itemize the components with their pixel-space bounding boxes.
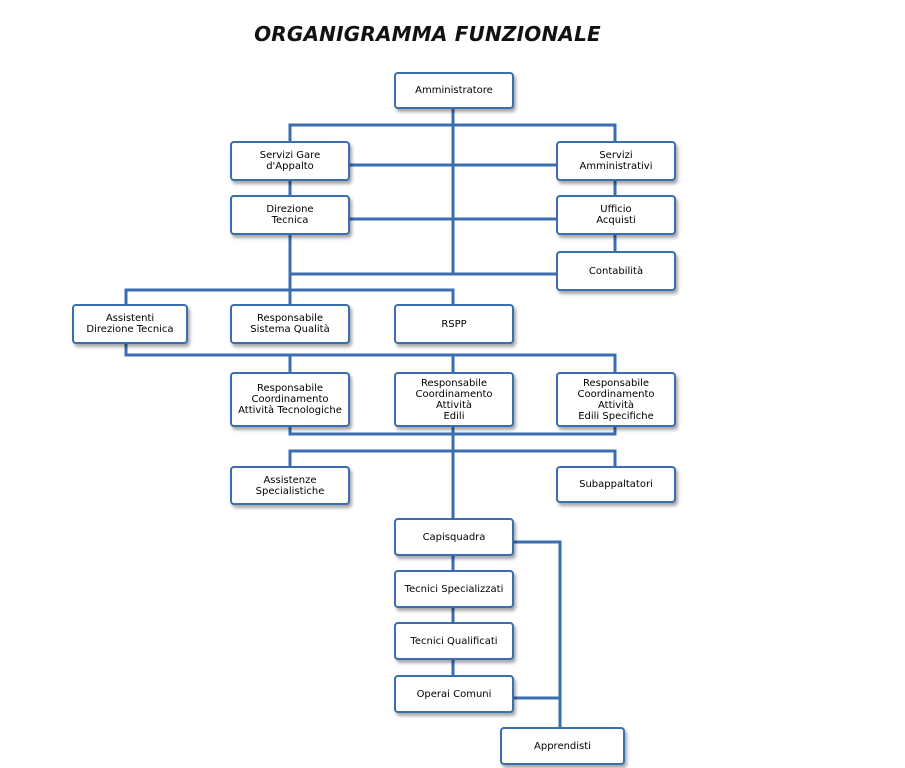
- node-assistenze-specialistiche: Assistenze Specialistiche: [230, 466, 350, 505]
- node-subappaltatori: Subappaltatori: [556, 466, 676, 503]
- chart-title: ORGANIGRAMMA FUNZIONALE: [254, 22, 601, 46]
- node-tecnici-qualificati: Tecnici Qualificati: [394, 622, 514, 660]
- node-responsabile-edili-specifiche: Responsabile Coordinamento Attività Edil…: [556, 372, 676, 427]
- node-direzione-tecnica: Direzione Tecnica: [230, 195, 350, 235]
- node-servizi-amministrativi: Servizi Amministrativi: [556, 141, 676, 181]
- node-amministratore: Amministratore: [394, 72, 514, 109]
- node-apprendisti: Apprendisti: [500, 727, 625, 765]
- node-servizi-gare: Servizi Gare d'Appalto: [230, 141, 350, 181]
- node-rspp: RSPP: [394, 304, 514, 344]
- node-responsabile-attivita-tecnologiche: Responsabile Coordinamento Attività Tecn…: [230, 372, 350, 427]
- node-responsabile-attivita-edili: Responsabile Coordinamento Attività Edil…: [394, 372, 514, 427]
- node-contabilita: Contabilità: [556, 251, 676, 291]
- node-responsabile-qualita: Responsabile Sistema Qualità: [230, 304, 350, 344]
- node-operai-comuni: Operai Comuni: [394, 675, 514, 713]
- node-capisquadra: Capisquadra: [394, 518, 514, 556]
- node-tecnici-specializzati: Tecnici Specializzati: [394, 570, 514, 608]
- node-ufficio-acquisti: Ufficio Acquisti: [556, 195, 676, 235]
- node-assistenti-direzione-tecnica: Assistenti Direzione Tecnica: [72, 304, 188, 344]
